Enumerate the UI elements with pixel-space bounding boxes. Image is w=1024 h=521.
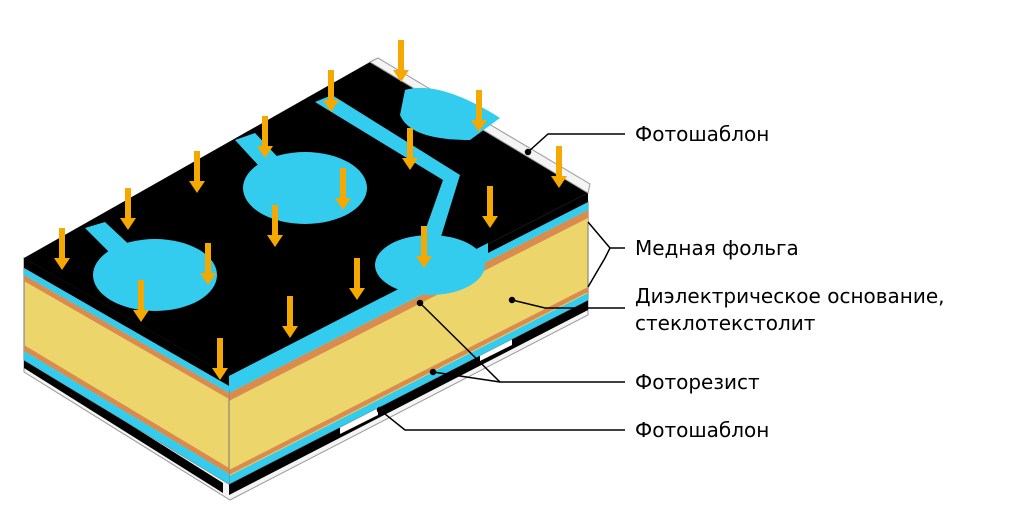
label-dielectric-line2: стеклотекстолит (635, 311, 816, 335)
photoresist-pattern (85, 87, 500, 390)
label-dielectric-line1: Диэлектрическое основание, (635, 284, 945, 308)
down-arrow-icon (402, 128, 418, 170)
left-side-layers (23, 257, 230, 485)
down-arrow-icon (323, 70, 339, 112)
label-photomask-bottom: Фотошаблон (635, 418, 769, 442)
leader-photomask-bottom (379, 409, 625, 431)
down-arrow-icon (267, 205, 283, 247)
down-arrow-icon (349, 258, 365, 300)
down-arrow-icon (393, 40, 409, 82)
leader-lines (376, 133, 625, 431)
down-arrow-icon (200, 243, 216, 285)
down-arrow-icon (416, 226, 432, 268)
down-arrow-icon (471, 90, 487, 132)
down-arrow-icon (282, 296, 298, 338)
label-photomask-top: Фотошаблон (635, 122, 769, 146)
leader-dielectric (511, 299, 625, 309)
down-arrow-icon (551, 146, 567, 188)
down-arrow-icon (482, 186, 498, 228)
leader-copper-top (587, 221, 625, 249)
down-arrow-icon (335, 168, 351, 210)
bottom-photomask-layer (23, 299, 589, 501)
label-copper-foil: Медная фольга (635, 236, 799, 260)
label-photoresist: Фоторезист (635, 370, 760, 394)
down-arrow-icon (189, 151, 205, 193)
down-arrow-icon (257, 116, 273, 158)
leader-photomask-top (527, 133, 625, 153)
down-arrow-icon (133, 280, 149, 322)
down-arrow-icon (120, 188, 136, 230)
down-arrow-icon (212, 338, 228, 380)
light-arrows (54, 40, 567, 380)
leader-copper-bottom (587, 247, 611, 288)
down-arrow-icon (54, 228, 70, 270)
leader-photoresist-lower (432, 371, 501, 383)
